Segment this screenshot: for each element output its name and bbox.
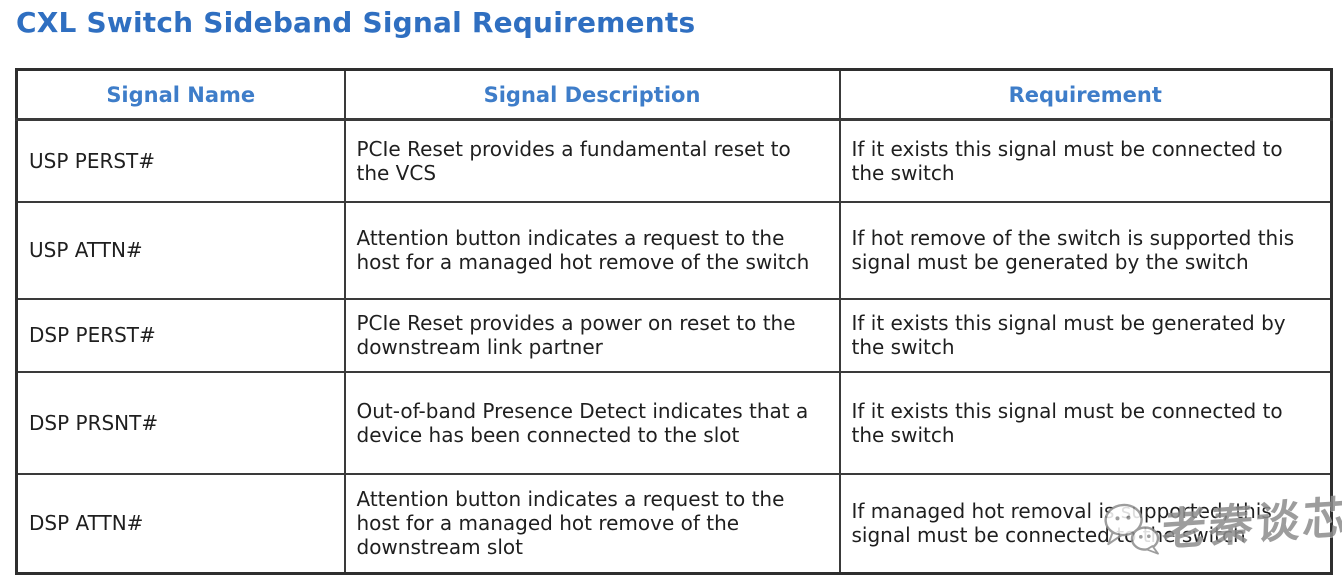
table-row: USP PERST# PCIe Reset provides a fundame… <box>15 118 1333 203</box>
table-row: DSP PRSNT# Out-of-band Presence Detect i… <box>15 370 1333 475</box>
signal-description-cell: Attention button indicates a request to … <box>343 200 841 300</box>
signal-requirements-table: Signal Name Signal Description Requireme… <box>15 68 1333 575</box>
signal-description-cell: Attention button indicates a request to … <box>343 472 841 575</box>
header-row: Signal Name Signal Description Requireme… <box>15 68 1333 121</box>
table-row: USP ATTN# Attention button indicates a r… <box>15 200 1333 300</box>
signal-description-cell: Out-of-band Presence Detect indicates th… <box>343 370 841 475</box>
requirement-cell: If it exists this signal must be connect… <box>838 370 1333 475</box>
signal-name-cell: USP PERST# <box>15 118 346 203</box>
requirement-cell: If it exists this signal must be connect… <box>838 118 1333 203</box>
table-row: DSP PERST# PCIe Reset provides a power o… <box>15 297 1333 373</box>
table-row: DSP ATTN# Attention button indicates a r… <box>15 472 1333 575</box>
column-header-signal-description: Signal Description <box>343 68 841 121</box>
signal-name-cell: DSP ATTN# <box>15 472 346 575</box>
requirement-cell: If it exists this signal must be generat… <box>838 297 1333 373</box>
page-title: CXL Switch Sideband Signal Requirements <box>16 6 696 39</box>
signal-description-cell: PCIe Reset provides a power on reset to … <box>343 297 841 373</box>
column-header-requirement: Requirement <box>838 68 1333 121</box>
requirement-cell: If managed hot removal is supported, thi… <box>838 472 1333 575</box>
signal-name-cell: USP ATTN# <box>15 200 346 300</box>
signal-name-cell: DSP PRSNT# <box>15 370 346 475</box>
signal-name-cell: DSP PERST# <box>15 297 346 373</box>
signal-description-cell: PCIe Reset provides a fundamental reset … <box>343 118 841 203</box>
requirement-cell: If hot remove of the switch is supported… <box>838 200 1333 300</box>
column-header-signal-name: Signal Name <box>15 68 346 121</box>
